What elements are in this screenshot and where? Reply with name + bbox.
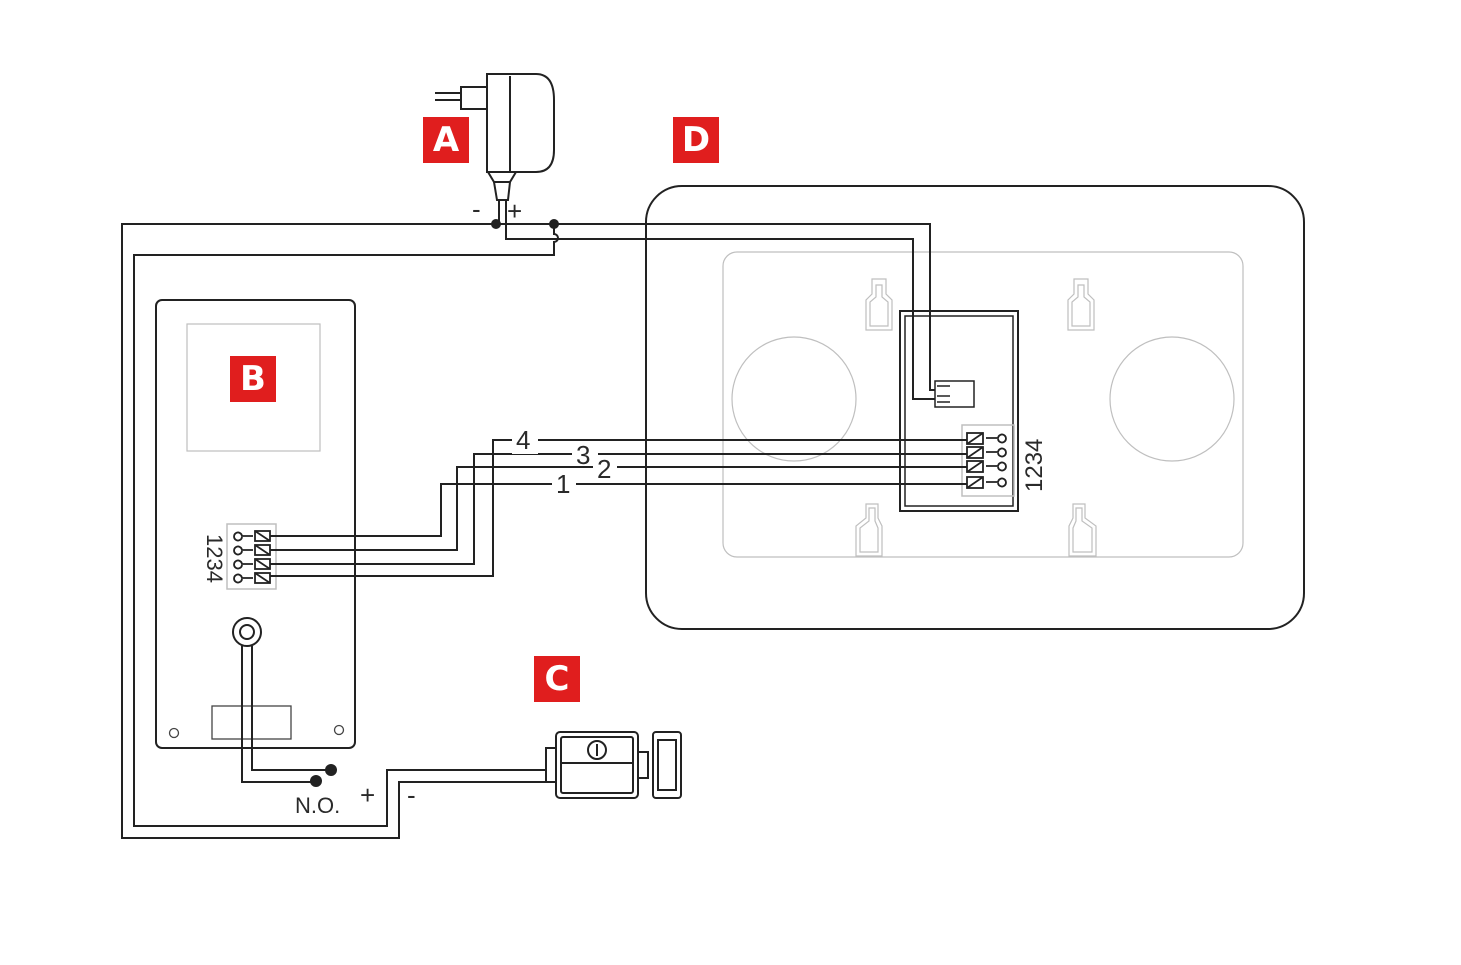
monitor-left-circle xyxy=(731,336,857,462)
mounting-clip-top-left xyxy=(865,278,893,331)
wire-labels: 4 3 2 1 xyxy=(512,425,617,499)
junction-dot xyxy=(310,775,322,787)
mounting-clip-top-right xyxy=(1067,278,1095,331)
wire-label-3: 3 xyxy=(576,440,590,470)
lock-minus-label: - xyxy=(407,780,416,810)
monitor-right-circle xyxy=(1109,336,1235,462)
screw-right xyxy=(333,724,345,736)
badge-outdoor-panel: B xyxy=(230,356,276,402)
no-label: N.O. xyxy=(295,793,340,818)
junction-dot xyxy=(549,219,559,229)
monitor-wiring-box xyxy=(899,310,1019,512)
svg-text:A: A xyxy=(433,120,460,160)
badge-monitor: D xyxy=(673,117,719,163)
wire-label-4: 4 xyxy=(516,425,530,455)
junction-dot xyxy=(491,219,501,229)
power-minus-label: - xyxy=(472,194,481,224)
badge-power-supply: A xyxy=(423,117,469,163)
camera-window xyxy=(186,323,321,452)
monitor-power-connector xyxy=(934,380,975,408)
panel-terminal-block xyxy=(226,523,277,590)
lock-plus-label: + xyxy=(360,780,375,810)
mounting-clip-bottom-right xyxy=(1068,503,1097,557)
junction-dot xyxy=(325,764,337,776)
monitor-terminal-block xyxy=(961,424,1015,497)
call-button xyxy=(232,617,262,647)
electric-lock xyxy=(545,731,682,799)
svg-text:C: C xyxy=(545,659,570,699)
screw-left xyxy=(168,727,180,739)
mounting-clip-bottom-left xyxy=(855,503,883,557)
svg-text:B: B xyxy=(240,359,266,399)
wiring xyxy=(121,200,967,839)
wire-label-2: 2 xyxy=(597,454,611,484)
svg-text:D: D xyxy=(682,120,710,160)
power-adapter xyxy=(435,73,555,201)
monitor-terminal-label: 1234 xyxy=(1021,439,1048,492)
power-plus-label: + xyxy=(507,196,522,226)
monitor-unit: 1234 xyxy=(645,185,1305,630)
panel-terminal-label: 1234 xyxy=(202,534,227,583)
wire-label-1: 1 xyxy=(556,469,570,499)
badge-lock: C xyxy=(534,656,580,702)
